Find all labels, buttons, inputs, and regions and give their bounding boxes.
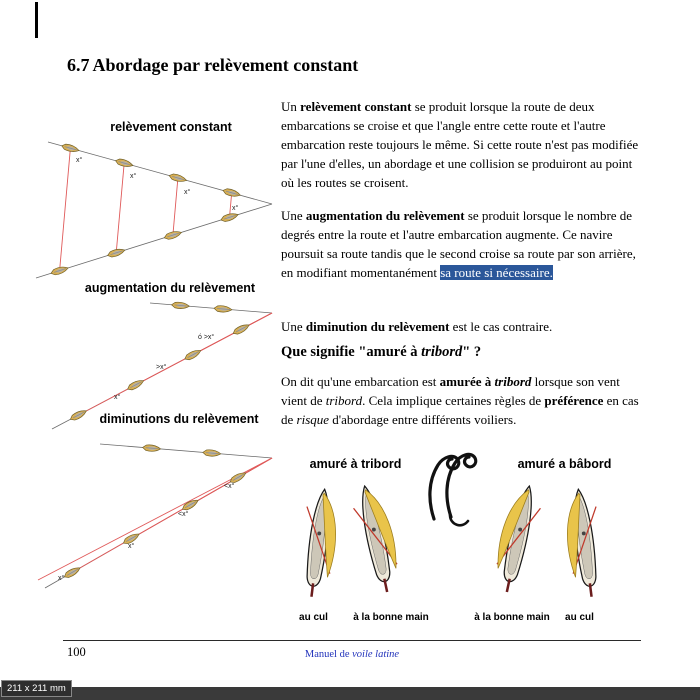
boat-icon [231, 321, 252, 337]
boat-icon [180, 497, 201, 513]
angle-label: x° [232, 204, 239, 212]
bearing-line [229, 192, 233, 218]
page-number: 100 [67, 645, 86, 659]
text-run: en cas de [281, 393, 639, 427]
course-line [149, 302, 273, 314]
text-run-bold: relèvement constant [300, 99, 412, 114]
angle-label: <x° [178, 510, 189, 518]
text-run: est le cas contraire. [449, 319, 553, 334]
text-run: Une [281, 208, 306, 223]
boat-icon [125, 377, 146, 393]
label-amure-babord: amuré a bâbord [517, 457, 612, 471]
diagram-constant-bearing: x° x° x° x° [35, 141, 273, 279]
sailboat-shape [294, 486, 343, 601]
caption-bonne-main-right: à la bonne main [474, 612, 550, 623]
text-run: lorsque son vent vient de [281, 374, 620, 408]
diagram-increasing-bearing: ó >x° >x° x° [51, 301, 273, 430]
text-run: " ? [462, 344, 482, 360]
text-run-italic: risque [296, 412, 330, 427]
wind-symbol-icon [428, 452, 478, 527]
text-run: se produit lorsque la route de deux emba… [281, 99, 639, 190]
paragraph-relevement-constant: Un relèvement constant se produit lorsqu… [281, 97, 640, 192]
section-title: Abordage par relèvement constant [92, 55, 359, 75]
text-run: d'abordage entre différents voiliers. [329, 412, 517, 427]
text-run-bold: amurée à [439, 374, 495, 389]
diagram-label-augmentation: augmentation du relèvement [84, 281, 256, 295]
boat-icon [141, 443, 162, 453]
paragraph-amure-tribord: On dit qu'une embarcation est amurée à t… [281, 372, 640, 429]
caption-au-cul-right: au cul [565, 612, 594, 623]
section-number: 6.7 [67, 55, 90, 75]
paragraph-augmentation: Une augmentation du relèvement se produi… [281, 206, 640, 282]
bearing-line [59, 148, 71, 271]
text-run: Un [281, 99, 301, 114]
paragraph-diminution: Une diminution du relèvement est le cas … [281, 317, 640, 336]
boat-icon [182, 347, 203, 363]
bearing-line [172, 177, 179, 236]
angle-label: >x° [156, 363, 167, 371]
text-run-bold-italic: tribord [494, 374, 532, 389]
sailboat-bonne-main-tribord [348, 481, 406, 597]
text-run-bold: préférence [544, 393, 604, 408]
boat-icon [62, 564, 83, 581]
caption-au-cul-left: au cul [299, 612, 328, 623]
scrollbar-thumb[interactable] [35, 2, 38, 38]
angle-label: x° [130, 172, 137, 180]
sailboat-bonne-main-babord [488, 481, 546, 597]
footer-manual-title: Manuel de voile latine [63, 649, 641, 660]
diagram-label-diminution: diminutions du relèvement [99, 412, 259, 426]
text-run: Manuel de [304, 649, 353, 660]
angle-label: x° [114, 393, 121, 401]
text-run-italic: voile latine [352, 649, 400, 660]
footer-divider [63, 640, 641, 641]
angle-label: ó >x° [198, 333, 214, 341]
text-run: se produit lorsque le nombre de degrés e… [281, 208, 636, 280]
angle-label: x° [128, 542, 135, 550]
text-run-bold: diminution du relèvement [305, 319, 450, 334]
diagram-decreasing-bearing: <x° <x° x° x° [37, 443, 273, 589]
angle-label: x° [76, 156, 83, 164]
label-amure-tribord: amuré à tribord [309, 457, 402, 471]
bearing-line [115, 163, 125, 253]
wind-curl [445, 452, 478, 519]
viewer-status-bar [0, 687, 700, 700]
sailboat-shape [348, 481, 406, 597]
sailboat-shape [560, 486, 609, 601]
page-size-badge: 211 x 211 mm [1, 680, 72, 697]
wind-curl-small [448, 513, 470, 527]
boat-icon [170, 301, 191, 310]
text-run-italic: tribord [325, 393, 363, 408]
subsection-heading: Que signifie "amuré à tribord" ? [281, 343, 640, 362]
angle-label: x° [184, 188, 191, 196]
boat-icon [213, 304, 233, 314]
text-run-bold: augmentation du relèvement [305, 208, 465, 223]
diagram-label-constant: relèvement constant [110, 120, 232, 134]
sailboat-shape [488, 481, 546, 597]
text-run: Une [281, 319, 306, 334]
course-line [99, 443, 273, 459]
text-run: Que signifie "amuré à [281, 344, 422, 360]
sailboat-au-cul-babord [560, 486, 609, 601]
text-run: On dit qu'une embarcation est [281, 374, 440, 389]
boat-icon [202, 448, 222, 458]
angle-label: <x° [224, 482, 235, 490]
angle-label: x° [58, 574, 65, 582]
caption-bonne-main-left: à la bonne main [353, 612, 429, 623]
selected-text: sa route si nécessaire. [440, 265, 553, 280]
text-run-italic: tribord [421, 344, 463, 360]
text-run: . Cela implique certaines règles de [362, 393, 545, 408]
